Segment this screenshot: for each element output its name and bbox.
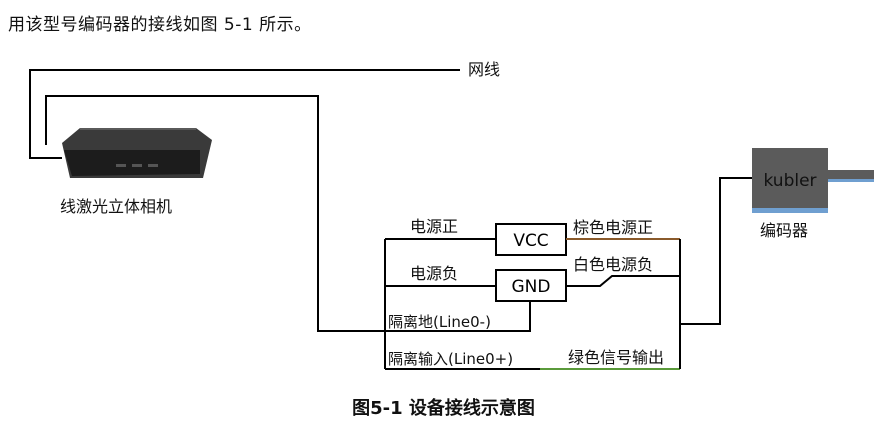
- network-cable-line: [29, 69, 460, 159]
- gnd-box-label: GND: [512, 277, 551, 297]
- vcc-box: [495, 223, 567, 256]
- iso-input-label: 隔离输入(Line0+): [388, 350, 514, 368]
- iso-ground-line: [385, 300, 531, 332]
- camera-image: [62, 128, 212, 178]
- white-power-label: 白色电源负: [573, 255, 654, 274]
- encoder-brand: kubler: [763, 171, 816, 191]
- network-label: 网线: [468, 60, 501, 79]
- camera-label: 线激光立体相机: [60, 197, 173, 216]
- power-pos-label: 电源正: [410, 217, 459, 236]
- vcc-box-label: VCC: [513, 231, 548, 251]
- encoder-label: 编码器: [760, 221, 809, 240]
- brown-power-label: 棕色电源正: [573, 218, 654, 237]
- white-power-line: [566, 275, 680, 287]
- encoder-cable-line: [680, 177, 752, 325]
- intro-text: 用该型号编码器的接线如图 5-1 所示。: [8, 15, 312, 35]
- figure-caption: 图5-1 设备接线示意图: [352, 398, 535, 419]
- power-neg-label: 电源负: [410, 264, 459, 283]
- iso-ground-label: 隔离地(Line0-): [388, 313, 491, 331]
- green-signal-label: 绿色信号输出: [568, 348, 665, 367]
- encoder-image: kubler: [752, 148, 874, 213]
- signal-cable-line: [45, 95, 385, 332]
